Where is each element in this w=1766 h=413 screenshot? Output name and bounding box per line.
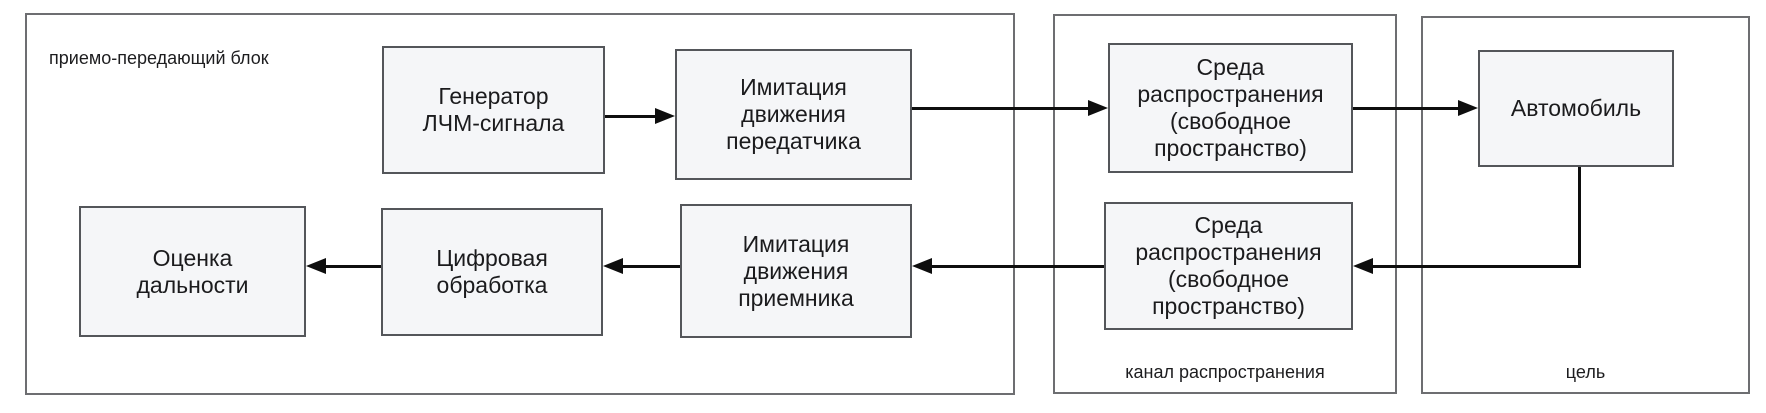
edge-digital-processing-to-range-estimation-line <box>324 265 381 268</box>
edge-medium-return-to-rx-motion-arrowhead-icon <box>912 258 932 274</box>
container-target: цель <box>1421 16 1750 394</box>
container-target-label: цель <box>1565 362 1606 382</box>
node-car-label: Автомобиль <box>1510 95 1642 121</box>
edge-car-to-medium-return-vertical-line <box>1578 167 1581 268</box>
edge-medium-return-to-rx-motion-line <box>930 265 1104 268</box>
node-lfm-generator-label: Генератор ЛЧМ-сигнала <box>422 83 565 136</box>
node-propagation-medium-return: Среда распространения (свободное простра… <box>1104 202 1353 330</box>
container-transceiver-label: приемо-передающий блок <box>49 48 269 68</box>
edge-tx-motion-to-medium-forward-arrowhead-icon <box>1088 100 1108 116</box>
node-tx-motion-imitation-label: Имитация движения передатчика <box>726 74 861 154</box>
container-propagation-channel-label: канал распространения <box>1125 362 1325 382</box>
node-propagation-medium-forward: Среда распространения (свободное простра… <box>1108 43 1353 173</box>
edge-medium-forward-to-car-line <box>1353 107 1460 110</box>
edge-car-to-medium-return-horizontal-line <box>1371 265 1581 268</box>
edge-car-to-medium-return-arrowhead-icon <box>1353 258 1373 274</box>
node-propagation-medium-return-label: Среда распространения (свободное простра… <box>1135 212 1322 319</box>
node-propagation-medium-forward-label: Среда распространения (свободное простра… <box>1137 54 1324 161</box>
edge-rx-motion-to-digital-processing-arrowhead-icon <box>603 258 623 274</box>
container-transceiver-block: приемо-передающий блок <box>25 13 1015 395</box>
node-rx-motion-imitation-label: Имитация движения приемника <box>738 230 854 311</box>
node-range-estimation: Оценка дальности <box>79 206 306 337</box>
node-digital-processing-label: Цифровая обработка <box>436 245 548 298</box>
node-tx-motion-imitation: Имитация движения передатчика <box>675 49 912 180</box>
container-propagation-channel: канал распространения <box>1053 14 1397 394</box>
edge-generator-to-tx-motion-line <box>605 115 657 118</box>
edge-rx-motion-to-digital-processing-line <box>621 265 680 268</box>
node-range-estimation-label: Оценка дальности <box>136 244 249 298</box>
node-car: Автомобиль <box>1478 50 1674 167</box>
edge-generator-to-tx-motion-arrowhead-icon <box>655 108 675 124</box>
node-digital-processing: Цифровая обработка <box>381 208 603 336</box>
node-lfm-generator: Генератор ЛЧМ-сигнала <box>382 46 605 174</box>
node-rx-motion-imitation: Имитация движения приемника <box>680 204 912 338</box>
edge-digital-processing-to-range-estimation-arrowhead-icon <box>306 258 326 274</box>
edge-tx-motion-to-medium-forward-line <box>912 107 1090 110</box>
edge-medium-forward-to-car-arrowhead-icon <box>1458 100 1478 116</box>
